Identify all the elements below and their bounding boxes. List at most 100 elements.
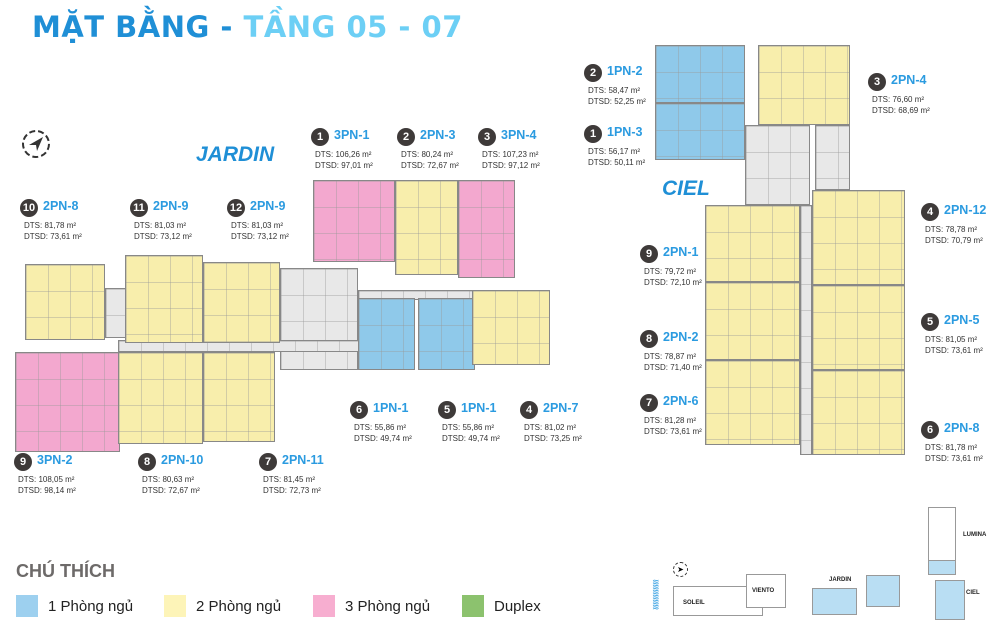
mini-building-jardin-b bbox=[866, 575, 900, 607]
unit-plan-2pn-6[interactable] bbox=[705, 360, 800, 445]
unit-code: 2PN-4 bbox=[891, 73, 927, 87]
unit-code: 2PN-9 bbox=[153, 199, 189, 213]
unit-plan-2pn-8[interactable] bbox=[25, 264, 105, 340]
unit-plan-2pn-2[interactable] bbox=[705, 282, 800, 360]
unit-dts: DTS: 107,23 m² bbox=[482, 150, 539, 159]
unit-code: 2PN-7 bbox=[543, 401, 579, 415]
unit-dts: DTS: 81,03 m² bbox=[231, 221, 284, 230]
unit-plan-3pn-4[interactable] bbox=[458, 180, 515, 278]
unit-number-badge: 9 bbox=[14, 453, 32, 471]
unit-number-badge: 3 bbox=[478, 128, 496, 146]
unit-dts: DTS: 81,45 m² bbox=[263, 475, 316, 484]
unit-number-badge: 10 bbox=[20, 199, 38, 217]
unit-area: DTS: 78,78 m² DTSD: 70,79 m² bbox=[925, 224, 983, 246]
legend-item-1br: 1 Phòng ngủ bbox=[16, 595, 133, 617]
unit-dtsd: DTSD: 70,79 m² bbox=[925, 236, 983, 245]
unit-plan-1pn-1-a[interactable] bbox=[358, 298, 415, 370]
unit-dtsd: DTSD: 72,10 m² bbox=[644, 278, 702, 287]
unit-plan-2pn-5[interactable] bbox=[812, 285, 905, 370]
mini-building-lumina-units bbox=[928, 560, 956, 575]
unit-area: DTS: 81,02 m² DTSD: 73,25 m² bbox=[524, 422, 582, 444]
unit-code: 1PN-2 bbox=[607, 64, 643, 78]
unit-number-badge: 5 bbox=[921, 313, 939, 331]
legend-item-duplex: Duplex bbox=[462, 595, 541, 617]
unit-code: 2PN-11 bbox=[282, 453, 324, 467]
elevator-core bbox=[745, 125, 810, 205]
unit-plan-1pn-2[interactable] bbox=[655, 45, 745, 103]
unit-plan-2pn-1[interactable] bbox=[705, 205, 800, 282]
unit-plan-2pn-7[interactable] bbox=[472, 290, 550, 365]
mini-label-jardin: JARDIN bbox=[829, 577, 852, 583]
unit-area: DTS: 81,03 m² DTSD: 73,12 m² bbox=[231, 220, 289, 242]
unit-dtsd: DTSD: 73,61 m² bbox=[925, 454, 983, 463]
unit-plan-2pn-11[interactable] bbox=[203, 352, 275, 442]
unit-number-badge: 2 bbox=[397, 128, 415, 146]
unit-number-badge: 8 bbox=[640, 330, 658, 348]
unit-dts: DTS: 78,78 m² bbox=[925, 225, 978, 234]
unit-dtsd: DTSD: 72,73 m² bbox=[263, 486, 321, 495]
unit-dts: DTS: 56,17 m² bbox=[588, 147, 641, 156]
unit-dts: DTS: 81,02 m² bbox=[524, 423, 577, 432]
unit-number-badge: 4 bbox=[921, 203, 939, 221]
unit-plan-1pn-1-b[interactable] bbox=[418, 298, 475, 370]
unit-code: 1PN-1 bbox=[373, 401, 409, 415]
unit-code: 3PN-4 bbox=[501, 128, 537, 142]
title-part-1: MẶT BẰNG - bbox=[32, 10, 233, 44]
unit-dtsd: DTSD: 73,12 m² bbox=[231, 232, 289, 241]
unit-dtsd: DTSD: 73,25 m² bbox=[524, 434, 582, 443]
legend-label: 2 Phòng ngủ bbox=[196, 597, 282, 615]
unit-dts: DTS: 55,86 m² bbox=[354, 423, 407, 432]
unit-plan-3pn-1[interactable] bbox=[313, 180, 395, 262]
unit-number-badge: 8 bbox=[138, 453, 156, 471]
legend-swatch-blue bbox=[16, 595, 38, 617]
unit-code: 1PN-3 bbox=[607, 125, 643, 139]
legend-swatch-yellow bbox=[164, 595, 186, 617]
mini-label-soleil: SOLEIL bbox=[683, 600, 705, 606]
unit-dtsd: DTSD: 73,12 m² bbox=[134, 232, 192, 241]
legend-label: 3 Phòng ngủ bbox=[345, 597, 431, 615]
building-name-ciel: CIEL bbox=[662, 177, 710, 200]
unit-code: 2PN-1 bbox=[663, 245, 699, 259]
unit-plan-2pn-4[interactable] bbox=[758, 45, 850, 125]
unit-number-badge: 7 bbox=[259, 453, 277, 471]
unit-plan-2pn-8-ciel[interactable] bbox=[812, 370, 905, 455]
unit-area: DTS: 81,45 m² DTSD: 72,73 m² bbox=[263, 474, 321, 496]
unit-dts: DTS: 81,78 m² bbox=[24, 221, 77, 230]
unit-dts: DTS: 108,05 m² bbox=[18, 475, 75, 484]
unit-dtsd: DTSD: 73,61 m² bbox=[644, 427, 702, 436]
unit-area: DTS: 81,28 m² DTSD: 73,61 m² bbox=[644, 415, 702, 437]
legend-swatch-pink bbox=[313, 595, 335, 617]
unit-dts: DTS: 81,28 m² bbox=[644, 416, 697, 425]
unit-plan-2pn-3[interactable] bbox=[395, 180, 458, 275]
mini-label-lumina: LUMINA bbox=[963, 532, 987, 538]
unit-code: 1PN-1 bbox=[461, 401, 497, 415]
legend-swatch-green bbox=[462, 595, 484, 617]
unit-number-badge: 5 bbox=[438, 401, 456, 419]
unit-dts: DTS: 81,78 m² bbox=[925, 443, 978, 452]
unit-plan-2pn-10[interactable] bbox=[118, 352, 203, 444]
unit-code: 2PN-5 bbox=[944, 313, 980, 327]
unit-plan-3pn-2[interactable] bbox=[15, 352, 120, 452]
unit-code: 3PN-2 bbox=[37, 453, 73, 467]
unit-dtsd: DTSD: 49,74 m² bbox=[442, 434, 500, 443]
unit-plan-1pn-3[interactable] bbox=[655, 103, 745, 160]
unit-plan-2pn-9-a[interactable] bbox=[125, 255, 203, 343]
unit-plan-2pn-12[interactable] bbox=[812, 190, 905, 285]
unit-plan-2pn-9-b[interactable] bbox=[203, 262, 280, 343]
unit-number-badge: 3 bbox=[868, 73, 886, 91]
unit-number-badge: 9 bbox=[640, 245, 658, 263]
mini-building-ciel bbox=[935, 580, 965, 620]
unit-dts: DTS: 78,87 m² bbox=[644, 352, 697, 361]
unit-number-badge: 6 bbox=[350, 401, 368, 419]
title-part-2: TẦNG 05 - 07 bbox=[243, 10, 463, 44]
